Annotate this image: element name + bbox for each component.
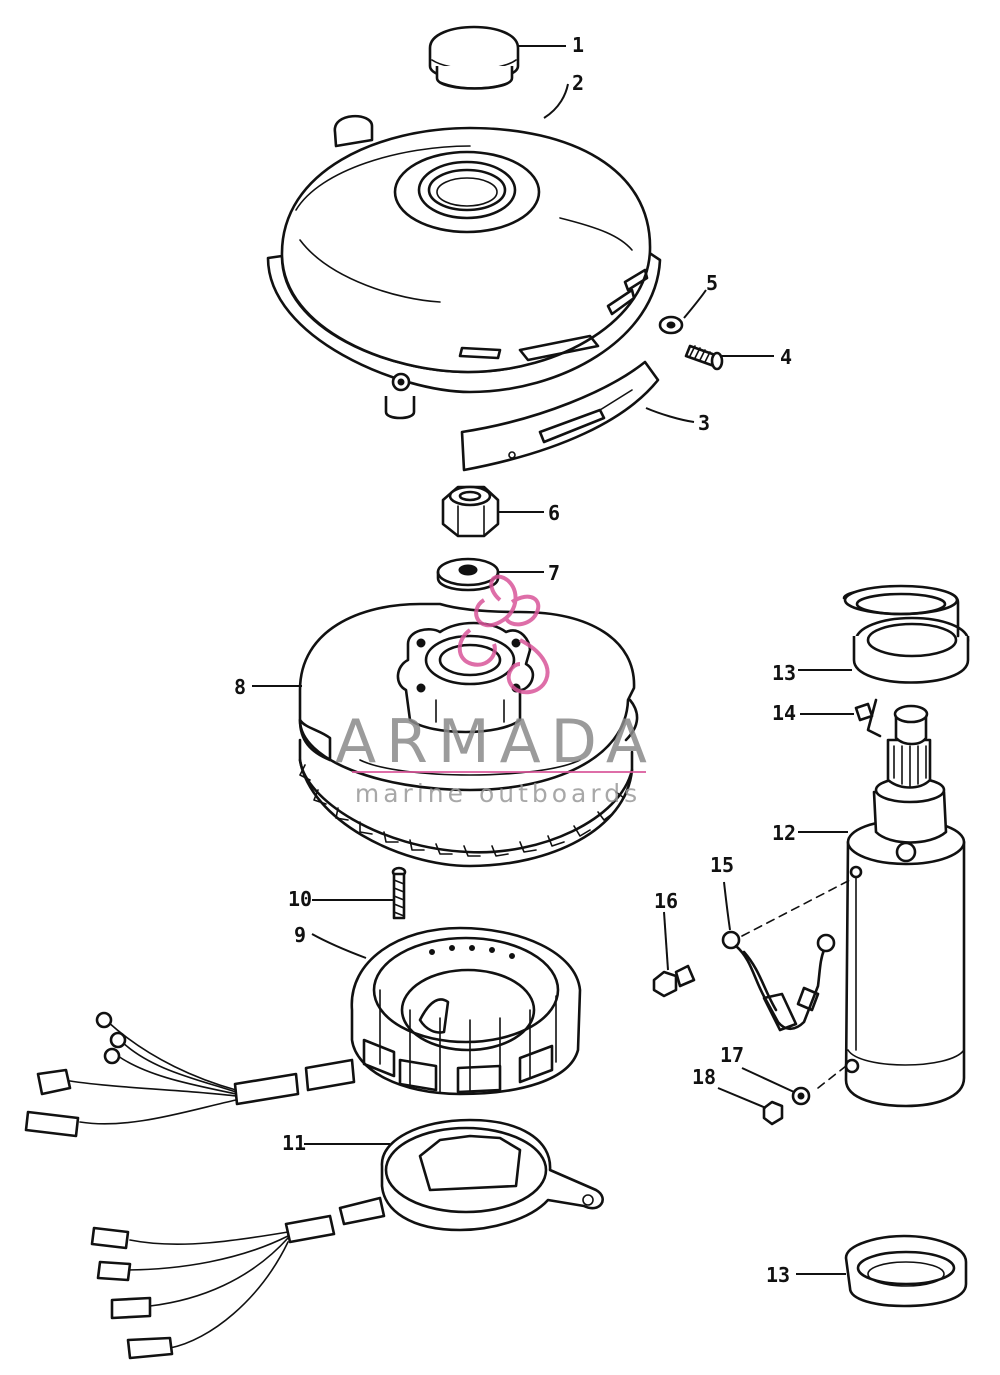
part-9-stator [24, 926, 582, 1138]
callout-2: 2 [572, 71, 584, 95]
callout-17: 17 [720, 1043, 744, 1067]
armada-watermark: ARMADA marine outboards [335, 574, 657, 808]
part-16-bolt [652, 964, 696, 998]
callout-7: 7 [548, 561, 560, 585]
callout-12: 12 [772, 821, 796, 845]
part-6-nut [441, 485, 500, 538]
part-17-washer [791, 1086, 811, 1106]
assembly-guide-lines [741, 879, 851, 1089]
callout-8: 8 [234, 675, 246, 699]
callout-10: 10 [288, 887, 312, 911]
callout-18: 18 [692, 1065, 716, 1089]
part-2-flywheel-cover [266, 114, 662, 420]
part-11-trigger [90, 1118, 604, 1360]
callout-labels: 1 2 3 4 5 6 7 8 9 10 11 12 13 13 14 15 1… [234, 33, 796, 1287]
watermark-logo-mark [457, 574, 550, 695]
callout-4: 4 [780, 345, 792, 369]
callout-11: 11 [282, 1131, 306, 1155]
part-10-screw [391, 866, 407, 920]
part-15-cable [721, 930, 836, 1032]
watermark-subtitle: marine outboards [355, 779, 641, 808]
part-12-starter-motor [844, 698, 966, 1108]
callout-3: 3 [698, 411, 710, 435]
part-14-clip [854, 702, 874, 722]
part-13-bushing-lower [844, 1234, 968, 1308]
callout-16: 16 [654, 889, 678, 913]
part-18-nut [762, 1100, 784, 1126]
callout-6: 6 [548, 501, 560, 525]
callout-14: 14 [772, 701, 796, 725]
callout-15: 15 [710, 853, 734, 877]
part-3-bracket [460, 360, 660, 472]
part-1-cap [428, 25, 520, 90]
part-5-washer [658, 315, 684, 335]
watermark-title: ARMADA [335, 707, 657, 777]
leader-lines [252, 45, 854, 1275]
callout-9: 9 [294, 923, 306, 947]
part-8-flywheel [298, 602, 639, 868]
callout-13-lower: 13 [766, 1263, 790, 1287]
part-13-bushing-upper [842, 584, 970, 684]
part-4-screw [684, 344, 724, 371]
part-7-washer [436, 557, 500, 592]
callout-1: 1 [572, 33, 584, 57]
callout-13-upper: 13 [772, 661, 796, 685]
callout-5: 5 [706, 271, 718, 295]
